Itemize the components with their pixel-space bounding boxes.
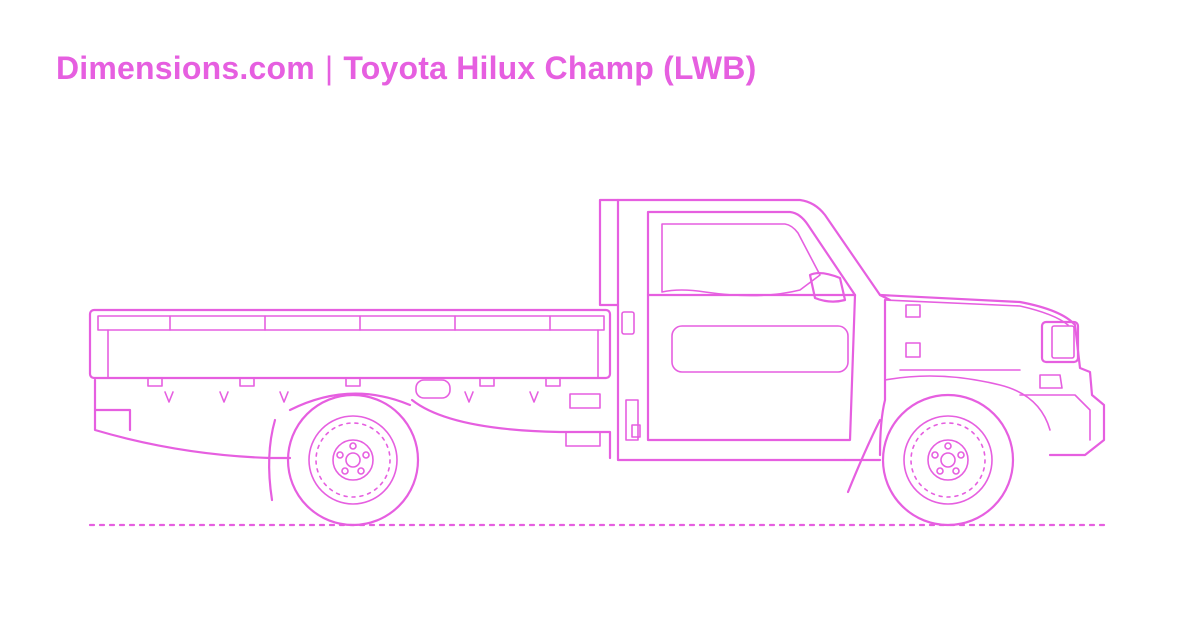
- brand-name: Dimensions.com: [56, 50, 315, 86]
- flatbed-tray: [88, 308, 612, 502]
- title-separator: |: [324, 50, 334, 86]
- cab: [598, 198, 892, 462]
- page-title: Dimensions.com|Toyota Hilux Champ (LWB): [56, 52, 756, 84]
- front-section: [843, 293, 1106, 494]
- truck-outline: [88, 198, 1112, 527]
- front-wheel: [881, 393, 1015, 527]
- vehicle-name: Toyota Hilux Champ (LWB): [343, 50, 757, 86]
- rear-wheel: [286, 393, 420, 527]
